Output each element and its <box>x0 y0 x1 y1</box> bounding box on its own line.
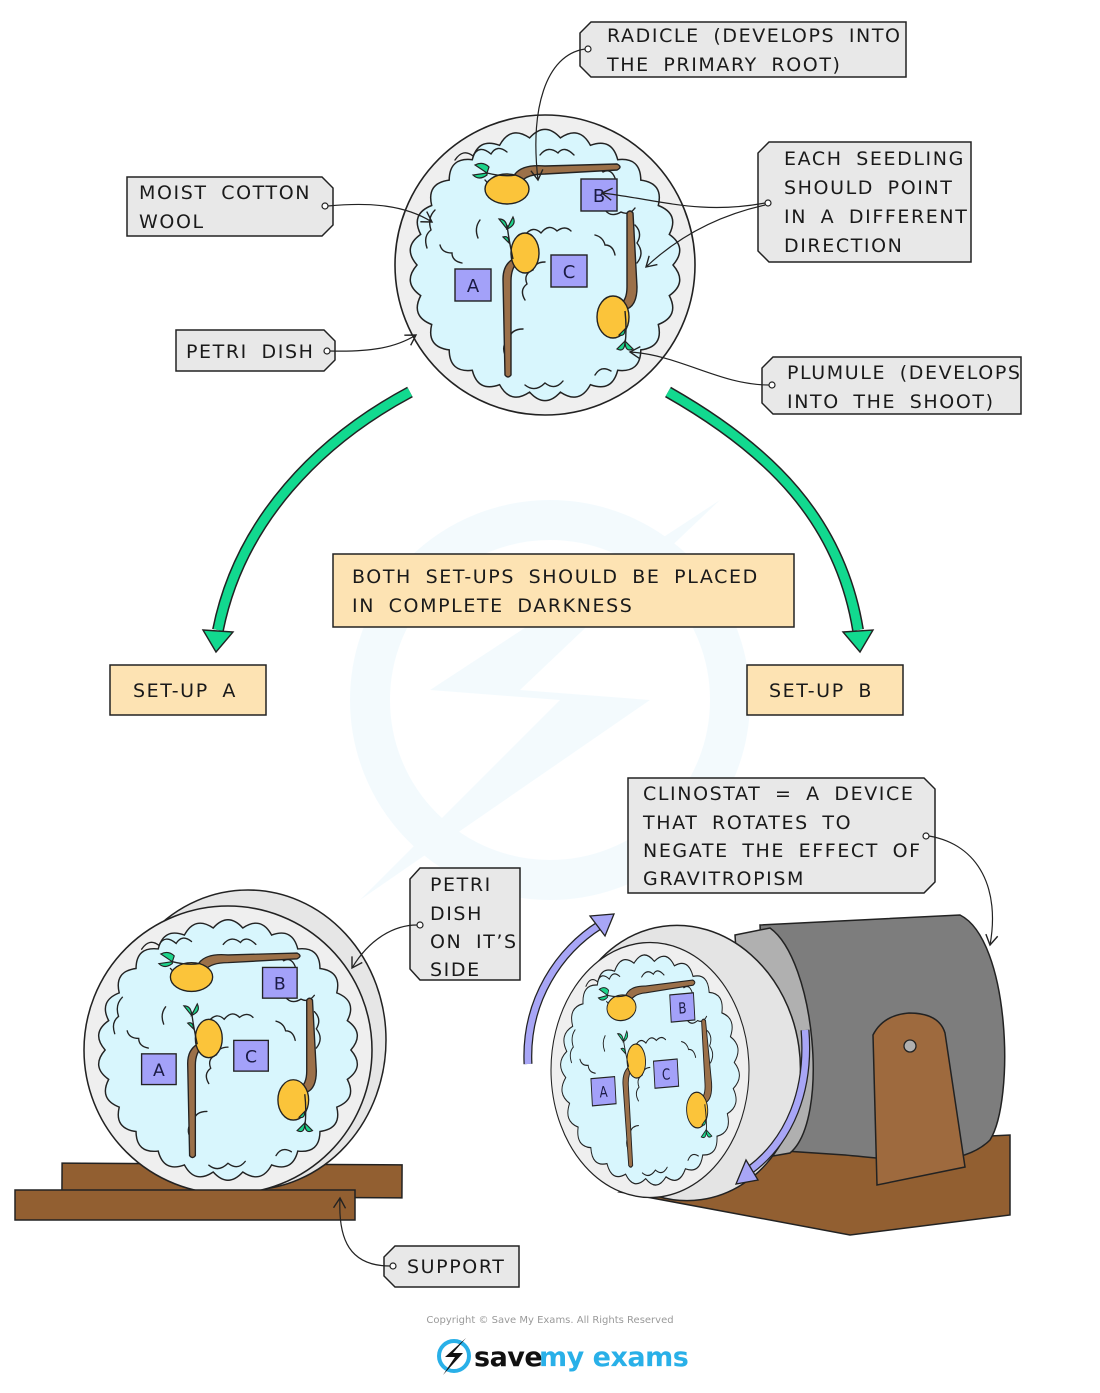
callout-petri-dish: PETRI DISH <box>175 329 418 372</box>
svg-text:NEGATE THE EFFECT OF: NEGATE THE EFFECT OF <box>643 840 922 862</box>
rotation-arrow-down-icon <box>734 1029 811 1185</box>
clinostat-stand <box>872 1012 966 1186</box>
svg-text:THAT ROTATES TO: THAT ROTATES TO <box>642 812 852 834</box>
arrow-to-setup-a <box>201 386 413 654</box>
callout-clinostat: CLINOSTAT = A DEVICE THAT ROTATES TO NEG… <box>627 777 999 947</box>
label-setup-a: SET-UP A <box>109 664 267 716</box>
svg-text:SHOULD POINT: SHOULD POINT <box>784 177 954 199</box>
lightning-logo-icon <box>437 1338 471 1375</box>
top-petri-dish <box>394 114 696 416</box>
svg-text:INTO THE SHOOT): INTO THE SHOOT) <box>787 391 995 413</box>
callout-plumule: PLUMULE (DEVELOPS INTO THE SHOOT) <box>628 345 1022 415</box>
callout-radicle: RADICLE (DEVELOPS INTO THE PRIMARY ROOT) <box>530 21 907 182</box>
logo-word-save: save <box>474 1342 542 1373</box>
svg-text:IN COMPLETE DARKNESS: IN COMPLETE DARKNESS <box>352 595 633 617</box>
callout-petri-dish-on-side: PETRI DISH ON IT’S SIDE <box>351 867 521 981</box>
svg-text:THE PRIMARY ROOT): THE PRIMARY ROOT) <box>606 54 842 76</box>
watermark-logo <box>350 500 750 900</box>
svg-text:ON IT’S: ON IT’S <box>430 931 518 953</box>
support-front-board <box>14 1189 356 1221</box>
callout-each-seedling: EACH SEEDLING SHOULD POINT IN A DIFFEREN… <box>600 141 972 268</box>
svg-text:BOTH SET-UPS SHOULD BE PLA: BOTH SET-UPS SHOULD BE PLACED <box>352 566 759 588</box>
svg-text:SET-UP A: SET-UP A <box>133 680 237 702</box>
svg-text:SIDE: SIDE <box>430 959 481 981</box>
save-my-exams-logo[interactable]: save my exams <box>437 1338 689 1375</box>
svg-text:GRAVITROPISM: GRAVITROPISM <box>643 868 805 890</box>
svg-text:CLINOSTAT = A DEVICE: CLINOSTAT = A DEVICE <box>643 783 915 805</box>
setup-b-clinostat <box>523 913 1011 1236</box>
svg-text:DIRECTION: DIRECTION <box>784 235 904 257</box>
svg-text:SET-UP B: SET-UP B <box>769 680 873 702</box>
label-setup-b: SET-UP B <box>746 664 904 716</box>
svg-text:EACH SEEDLING: EACH SEEDLING <box>784 148 965 170</box>
callout-moist-cotton-wool: MOIST COTTON WOOL <box>126 176 434 237</box>
svg-text:DISH: DISH <box>430 903 483 925</box>
callout-support: SUPPORT <box>332 1196 520 1288</box>
svg-text:WOOL: WOOL <box>139 211 205 233</box>
svg-text:PETRI DISH: PETRI DISH <box>186 341 315 363</box>
note-both-setups-darkness: BOTH SET-UPS SHOULD BE PLACED IN COMPLET… <box>332 553 795 628</box>
setup-a-apparatus <box>14 889 403 1221</box>
copyright-text: Copyright © Save My Exams. All Rights Re… <box>426 1315 673 1326</box>
arrow-to-setup-b <box>665 386 875 654</box>
svg-text:MOIST COTTON: MOIST COTTON <box>139 182 311 204</box>
svg-text:SUPPORT: SUPPORT <box>407 1256 505 1278</box>
rotation-arrow-up-icon <box>523 913 616 1065</box>
logo-word-myexams: my exams <box>539 1342 688 1373</box>
svg-text:PLUMULE (DEVELOPS: PLUMULE (DEVELOPS <box>787 362 1022 384</box>
svg-text:RADICLE (DEVELOPS INTO: RADICLE (DEVELOPS INTO <box>607 25 902 47</box>
svg-text:IN A DIFFERENT: IN A DIFFERENT <box>784 206 968 228</box>
svg-text:PETRI: PETRI <box>430 874 492 896</box>
